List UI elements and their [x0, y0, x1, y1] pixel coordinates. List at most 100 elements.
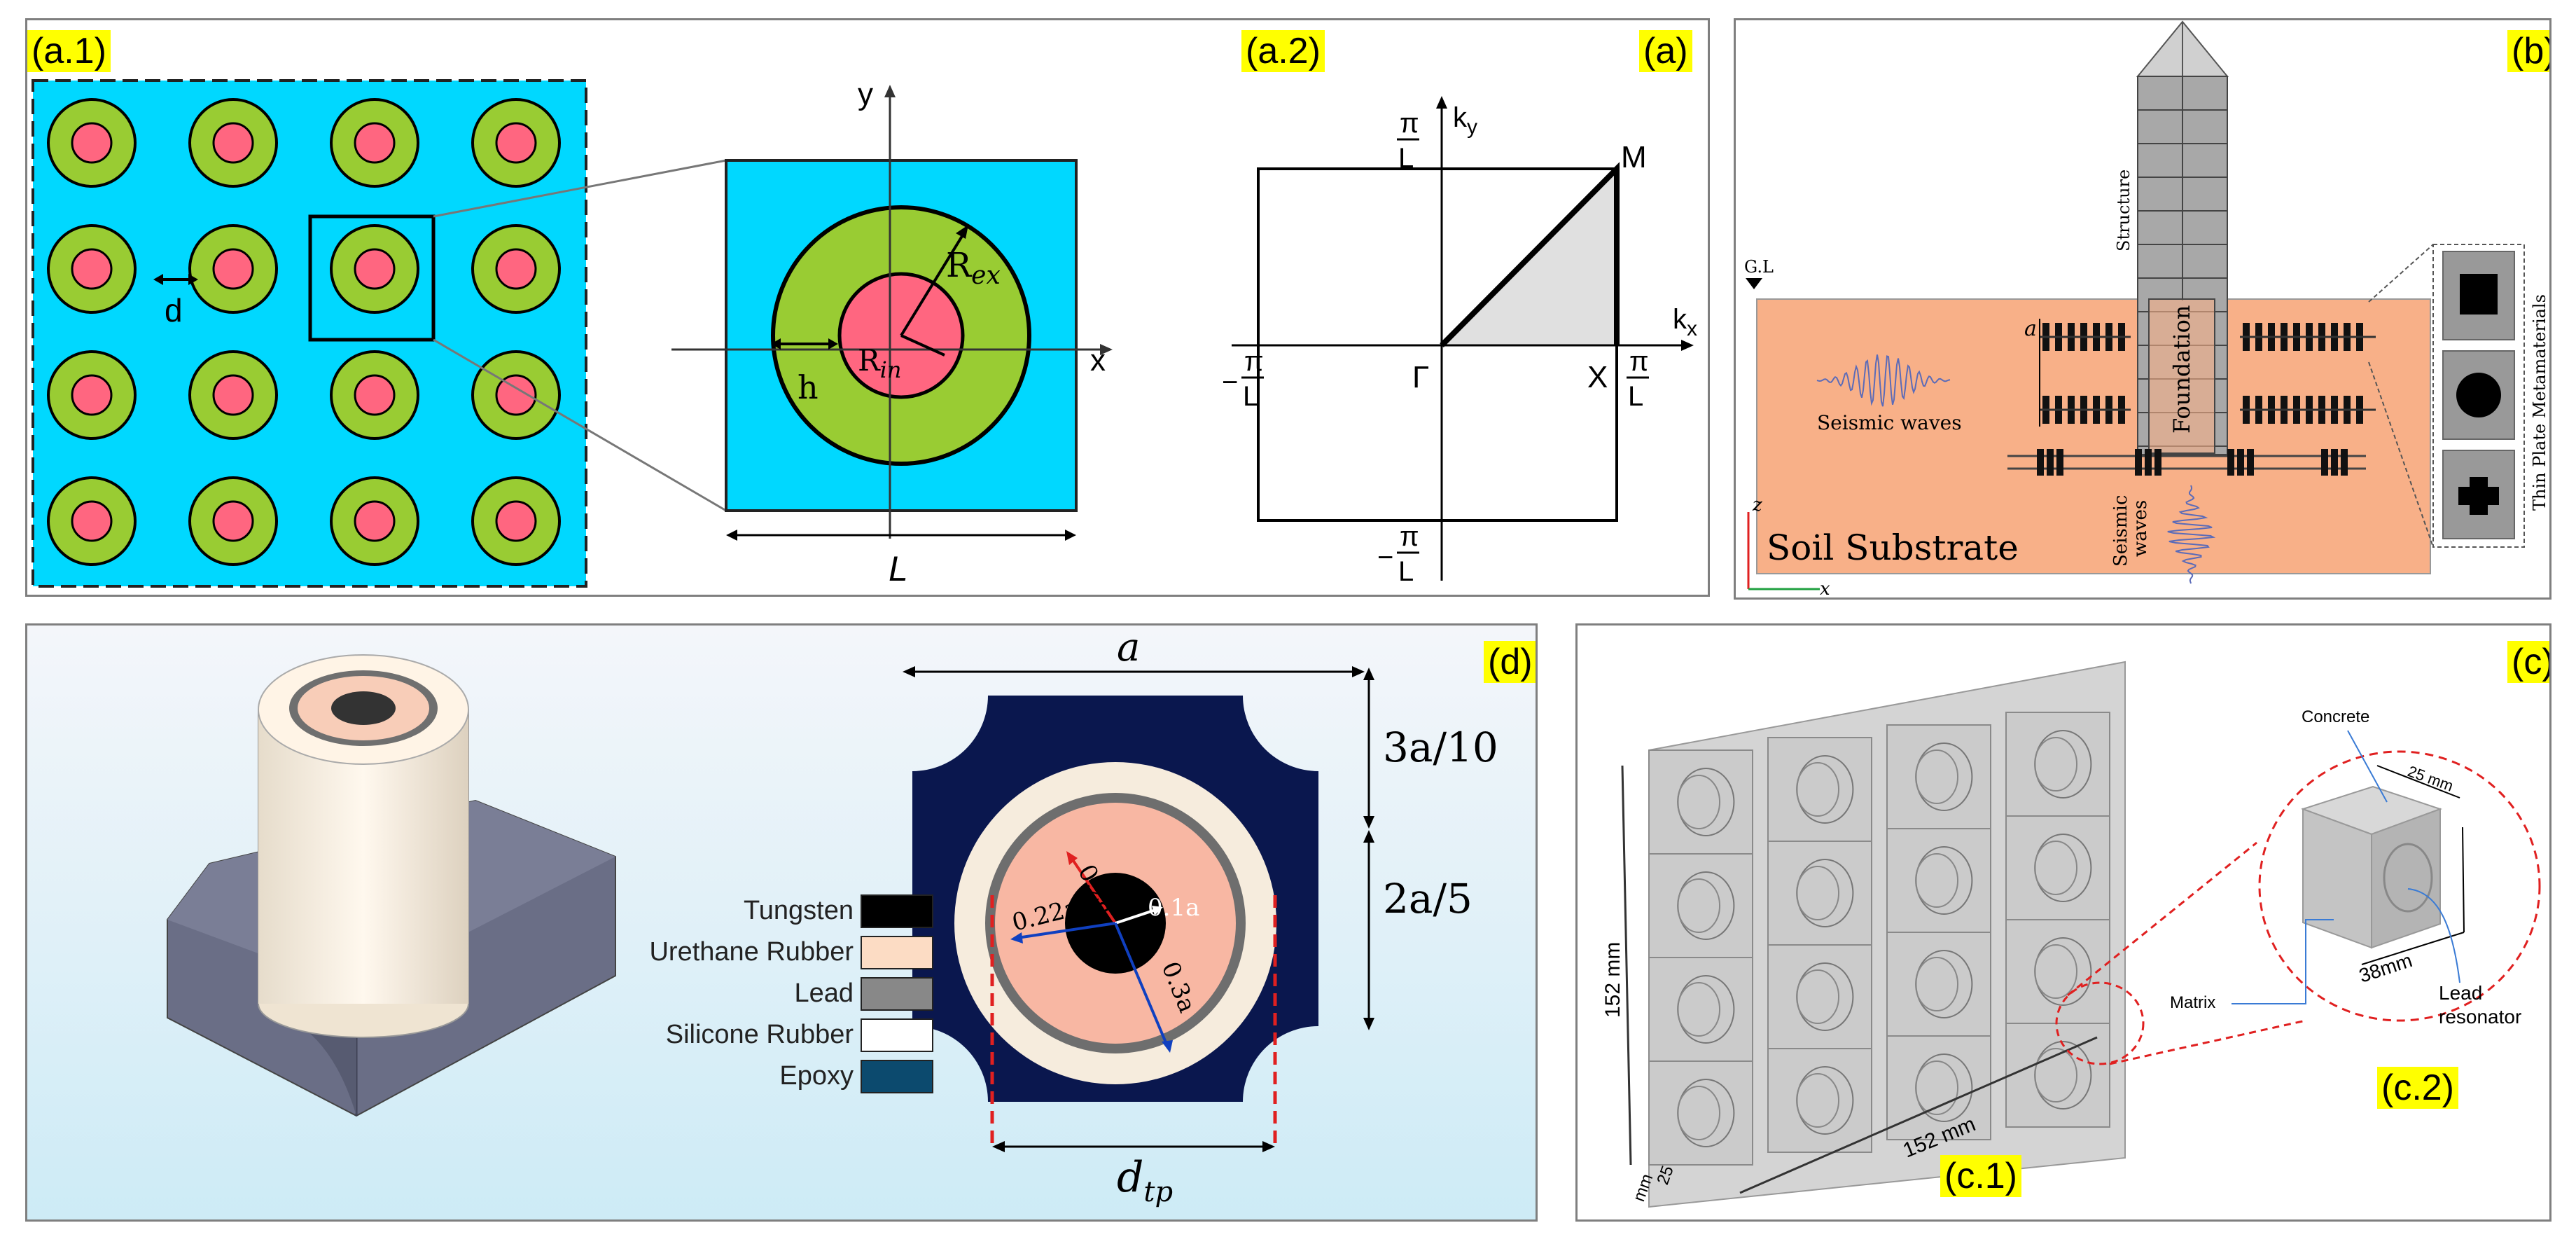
- dim-dtp-label: dtp: [1117, 1153, 1173, 1208]
- tag-c1: (c.1): [1940, 1155, 2021, 1197]
- concrete-block: [1767, 841, 1872, 946]
- svg-text:−: −: [1377, 542, 1393, 573]
- rin-arrow: [900, 334, 945, 357]
- concrete-block: [1767, 1048, 1872, 1153]
- ground-level-marker: [1746, 278, 1762, 289]
- metamaterial-plate: [2341, 449, 2348, 476]
- concrete-block: [2005, 815, 2110, 920]
- thin-plate-label: Thin Plate Metamaterials: [2530, 294, 2549, 511]
- metamaterial-plate: [2135, 449, 2142, 476]
- unit-cell-3d-model: [167, 654, 616, 1117]
- highlighted-unit-cell: [308, 214, 436, 342]
- concrete-block: [1767, 737, 1872, 842]
- matrix-pointer: [2232, 919, 2334, 1004]
- inclusion-core: [495, 500, 537, 542]
- tag-b: (b): [2507, 30, 2549, 72]
- concrete-block: [1886, 828, 1991, 933]
- inclusion-core: [71, 122, 113, 164]
- inclusion-core: [495, 248, 537, 290]
- r01a-arrow: [1115, 908, 1158, 925]
- zoom-line-top: [433, 159, 727, 218]
- x-axis-b-label: x: [1820, 579, 1830, 600]
- matrix-label: Matrix: [2170, 993, 2215, 1012]
- inclusion-core: [71, 374, 113, 416]
- metamaterial-plate: [2047, 449, 2054, 476]
- metamaterial-plate: [2331, 449, 2338, 476]
- seismic-vertical-label-2: waves: [2130, 500, 2151, 557]
- concrete-block: [1886, 1035, 1991, 1140]
- resonator-label: resonator: [2439, 1006, 2521, 1028]
- svg-text:π: π: [1400, 108, 1419, 139]
- dim-width-line: [1739, 1036, 2098, 1194]
- ky-label: ky: [1453, 102, 1477, 139]
- concrete-block: [2005, 712, 2110, 817]
- point-X: X: [1587, 360, 1608, 394]
- inclusion-core: [71, 500, 113, 542]
- dim-a-label: a: [1117, 626, 1140, 670]
- concrete-block: [1886, 932, 1991, 1037]
- material-legend: Tungsten Urethane Rubber Lead Silicone R…: [587, 890, 933, 1097]
- dim-3a10-label: 3a/10: [1383, 724, 1498, 771]
- foundation: [2148, 298, 2215, 454]
- metamaterial-plate: [2321, 449, 2328, 476]
- seismic-waves-label: Seismic waves: [1817, 411, 1962, 434]
- bz-fraction-right: πL: [1627, 346, 1649, 412]
- bz-fraction-left: −πL: [1222, 346, 1264, 412]
- concrete-block: [1648, 853, 1753, 958]
- r02a-arrow: [1069, 855, 1117, 925]
- seismic-vertical-label-1: Seismic: [2110, 495, 2131, 567]
- inclusion-core: [495, 374, 537, 416]
- spacing-label: d: [165, 292, 183, 329]
- panel-b-figure: G.L Structure Foundation a Seismic waves…: [1744, 20, 2549, 600]
- bz-fraction-bottom: −πL: [1377, 521, 1419, 587]
- zoom-circle-large: [2258, 750, 2541, 1022]
- dim-height-line: [1621, 765, 1632, 1166]
- concrete-block: [1648, 1060, 1753, 1166]
- metamaterial-plate: [2154, 449, 2161, 476]
- metamaterial-plate: [2227, 449, 2234, 476]
- dim-38mm-label: 38mm: [2356, 949, 2415, 987]
- soil-label: Soil Substrate: [1767, 527, 2019, 568]
- dim-25mm-label: 25 mm: [2405, 762, 2456, 794]
- kx-label: kx: [1673, 304, 1697, 340]
- legend-item-urethane-rubber: Urethane Rubber: [587, 932, 933, 973]
- inclusion-core: [212, 248, 254, 290]
- inclusion-core: [354, 248, 396, 290]
- thin-plate-metamaterial-rows: [2007, 323, 2376, 476]
- zoom-line-bottom: [433, 338, 727, 512]
- inclusion-core: [212, 122, 254, 164]
- zoom-circle-small: [2055, 981, 2145, 1065]
- metamaterial-plate: [2247, 449, 2254, 476]
- panel-d: 0.2a 0.22a 0.1a 0.3a a 3a/10 2a/5 dtp Tu…: [25, 623, 1538, 1222]
- rex-arrow: [900, 229, 967, 337]
- concrete-block: [2005, 919, 2110, 1024]
- inclusion-core: [354, 374, 396, 416]
- metamaterial-plate: [2237, 449, 2244, 476]
- spacing-a-label: a: [2024, 317, 2037, 341]
- svg-text:−: −: [1222, 367, 1238, 398]
- svg-text:L: L: [1243, 381, 1258, 412]
- inclusion-core: [71, 248, 113, 290]
- dim-height-label: 152 mm: [1601, 942, 1624, 1018]
- point-gamma: Γ: [1412, 360, 1429, 394]
- lead-pointer: [2407, 888, 2460, 983]
- r01a-label: 0.1a: [1148, 894, 1199, 922]
- concrete-pointer: [2347, 730, 2388, 803]
- metamaterial-plate: [2056, 449, 2063, 476]
- legend-item-epoxy: Epoxy: [587, 1056, 933, 1097]
- rex-label: Rex: [946, 246, 1001, 290]
- concrete-block: [2005, 1023, 2110, 1128]
- concrete-block: [1648, 749, 1753, 855]
- y-axis-label: y: [858, 77, 873, 111]
- legend-item-silicone-rubber: Silicone Rubber: [587, 1014, 933, 1056]
- inclusion-core: [354, 500, 396, 542]
- inclusion-core: [354, 122, 396, 164]
- structure-label: Structure: [2114, 170, 2133, 251]
- seismic-wave-vertical: [2167, 485, 2216, 584]
- point-M: M: [1621, 140, 1647, 174]
- h-label: h: [798, 368, 819, 406]
- svg-text:π: π: [1629, 346, 1649, 377]
- panel-b: G.L Structure Foundation a Seismic waves…: [1734, 18, 2551, 600]
- r03a-arrow: [1114, 922, 1169, 1046]
- tag-c2: (c.2): [2377, 1067, 2458, 1109]
